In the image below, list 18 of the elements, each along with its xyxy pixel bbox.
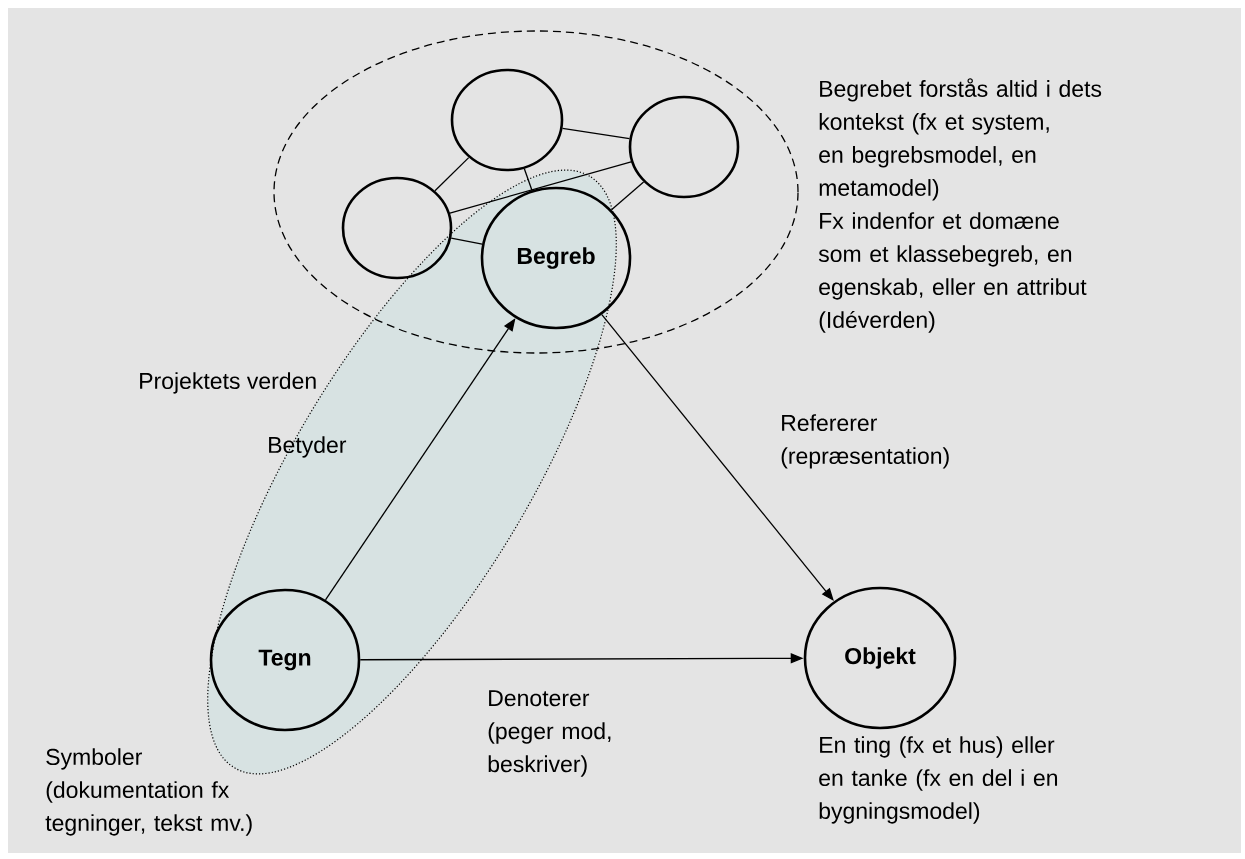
region-label: Projektets verden [140, 372, 316, 394]
note-text: Begrebet forstås altid i dets kontekst (fx et system, en begrebsmodel, en metamodel) [819, 78, 1102, 201]
circle [450, 68, 564, 172]
connector-line [610, 181, 645, 211]
edge-label: Betyder [269, 436, 347, 458]
edge-label: Denoterer (peger mod, beskriver) [488, 690, 611, 777]
circle [628, 95, 740, 199]
note-text: En ting (fx et hus) eller en tanke (fx en del i en bygningsmodel) [819, 736, 1058, 824]
connector-line [523, 168, 533, 192]
connector-line [561, 127, 631, 140]
connector-line [434, 156, 470, 192]
edge-label: Refererer (repræsentation) [781, 414, 949, 469]
note-text: Fx indenfor et domæne som et klassebegreb, en egenskab, eller en attribut (Idéverden) [818, 212, 1087, 333]
connector-line [450, 237, 483, 245]
circle [341, 176, 453, 280]
connector-line [449, 161, 632, 214]
note-text: Symboler (dokumentation fx tegninger, tekst mv.) [45, 748, 252, 836]
arrow [324, 318, 516, 601]
